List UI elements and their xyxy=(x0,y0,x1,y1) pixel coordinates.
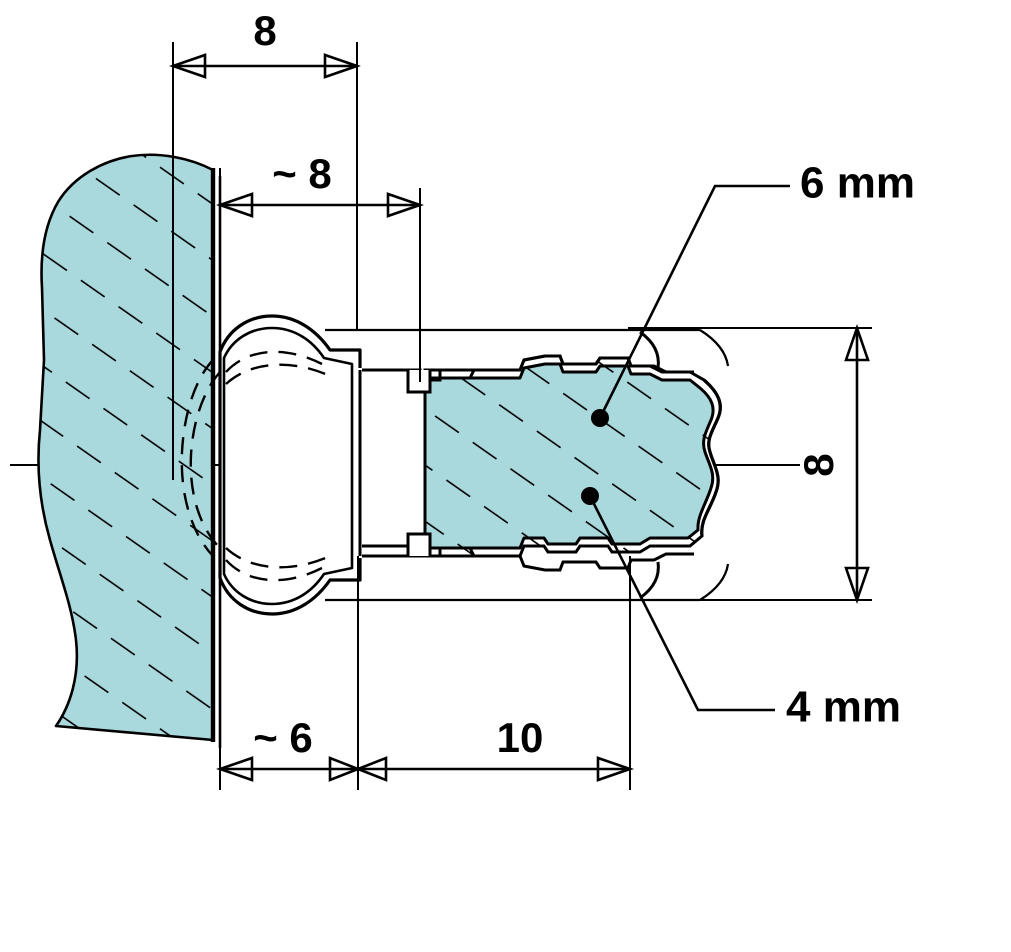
dimension-bottom-right: 10 xyxy=(354,714,634,782)
dimension-top-overall: 8 xyxy=(169,7,361,79)
leader-6mm: 6 mm xyxy=(591,159,915,427)
extension-lines xyxy=(172,42,872,790)
hinge-arm-top-profile xyxy=(430,354,694,572)
glass-hidden-bore-lines xyxy=(180,359,221,557)
hinge-cup-inner-outline xyxy=(222,326,354,606)
leader-label-4mm: 4 mm xyxy=(786,683,901,732)
leader-dot-4mm xyxy=(581,487,599,505)
hinge-housing-nose xyxy=(639,330,660,600)
dimension-bottom-left: ~ 6 xyxy=(216,714,362,782)
leader-dot-6mm xyxy=(591,409,609,427)
dimension-label-top-inner: ~ 8 xyxy=(272,150,332,197)
dimension-label-bottom-left: ~ 6 xyxy=(253,714,313,761)
leader-label-6mm: 6 mm xyxy=(800,159,915,208)
hinge-arm-break-edge xyxy=(700,378,722,537)
dimension-label-right-height: 8 xyxy=(795,453,842,476)
hinge-arm-slot xyxy=(360,368,432,558)
dimension-label-bottom-right: 10 xyxy=(497,714,544,761)
dimension-label-top-overall: 8 xyxy=(253,7,276,54)
hinge-cup-hidden-edges xyxy=(225,350,331,582)
leader-4mm: 4 mm xyxy=(581,487,901,732)
dimension-right-height: 8 xyxy=(795,324,870,604)
dimension-top-inner: ~ 8 xyxy=(216,150,424,218)
